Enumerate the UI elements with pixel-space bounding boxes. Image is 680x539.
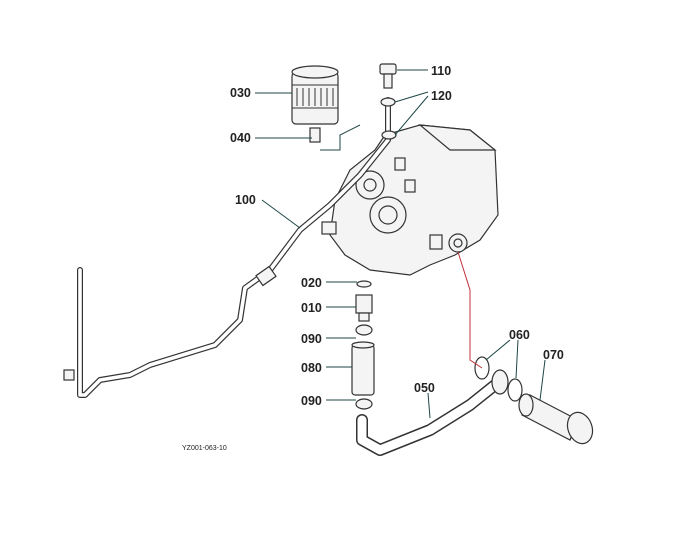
pipe-100 xyxy=(63,97,391,398)
suction-pipe-050 xyxy=(356,369,509,456)
drawing-code: YZ001-063-10 xyxy=(182,445,227,452)
label-100: 100 xyxy=(235,193,256,207)
label-050: 050 xyxy=(414,381,435,395)
label-060: 060 xyxy=(509,328,530,342)
o-ring xyxy=(507,378,523,402)
banjo-bolt xyxy=(379,63,397,140)
strainer xyxy=(518,393,594,445)
label-070: 070 xyxy=(543,348,564,362)
label-090-lower: 090 xyxy=(301,394,322,408)
label-010: 010 xyxy=(301,301,322,315)
label-020: 020 xyxy=(301,276,322,290)
label-030: 030 xyxy=(230,86,251,100)
suction-fittings xyxy=(351,280,375,410)
oil-filter xyxy=(291,65,339,125)
label-090-upper: 090 xyxy=(301,332,322,346)
hydraulic-housing xyxy=(321,124,499,276)
label-120: 120 xyxy=(431,89,452,103)
label-110: 110 xyxy=(431,64,451,78)
label-040: 040 xyxy=(230,131,251,145)
o-ring xyxy=(474,356,490,380)
alignment-line xyxy=(457,251,483,369)
filter-nipple xyxy=(309,127,321,143)
label-080: 080 xyxy=(301,361,322,375)
leader-lines xyxy=(255,69,546,419)
